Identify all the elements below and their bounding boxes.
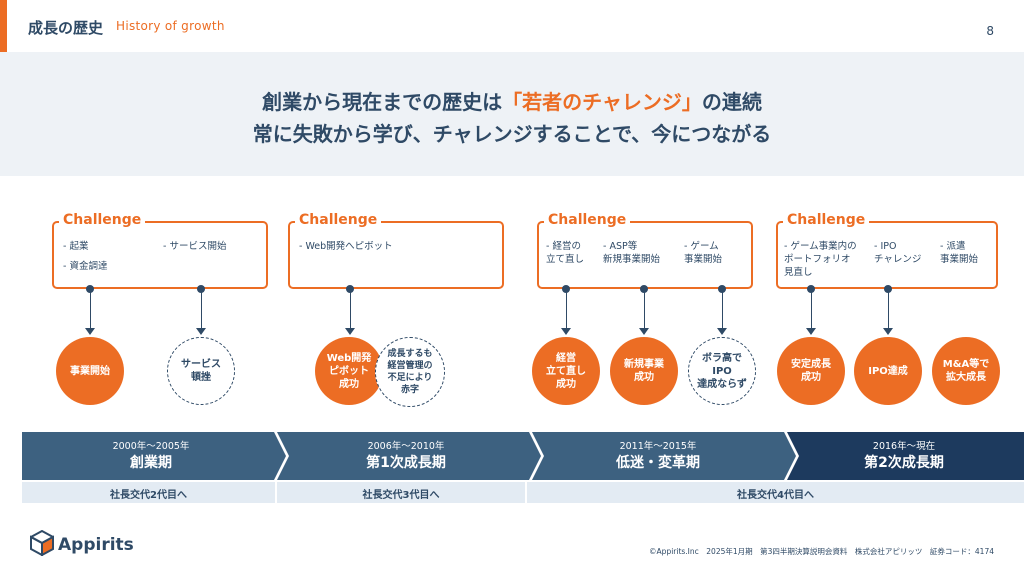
challenge-title: Challenge xyxy=(295,212,382,228)
phase-years: 2000年～2005年 xyxy=(112,441,190,452)
outcome-circle-success: 経営 立て直し 成功 xyxy=(532,337,600,405)
phase-chevron-2 xyxy=(277,432,541,480)
arrow-down-icon xyxy=(85,328,95,335)
succession-label: 社長交代3代目へ xyxy=(362,490,440,501)
header-accent-bar xyxy=(0,0,7,52)
connector-line xyxy=(721,289,723,329)
challenge-box-3 xyxy=(537,221,753,289)
arrow-down-icon xyxy=(717,328,727,335)
connector-line xyxy=(643,289,645,329)
connector-line xyxy=(887,289,889,329)
phase-name: 第1次成長期 xyxy=(366,455,446,471)
challenge-item: - ゲーム事業内の ポートフォリオ 見直し xyxy=(784,241,857,278)
headline-line-1: 創業から現在までの歴史は「若者のチャレンジ」の連続 xyxy=(0,86,1024,115)
connector-line xyxy=(810,289,812,329)
phase-years: 2011年～2015年 xyxy=(619,441,697,452)
outcome-circle-success: 新規事業 成功 xyxy=(610,337,678,405)
succession-strip-2 xyxy=(277,482,525,503)
challenge-item: - サービス開始 xyxy=(163,241,227,252)
outcome-circle-success: 安定成長 成功 xyxy=(777,337,845,405)
outcome-circle-failure: ボラ高で IPO 達成ならず xyxy=(688,337,756,405)
outcome-circle-success: M&A等で 拡大成長 xyxy=(932,337,1000,405)
page-subtitle: History of growth xyxy=(116,19,225,33)
phase-years: 2016年～現在 xyxy=(872,441,936,452)
challenge-item: - 資金調達 xyxy=(63,261,108,272)
challenge-item: - IPO チャレンジ xyxy=(874,241,922,265)
phase-years: 2006年～2010年 xyxy=(367,441,445,452)
phase-name: 創業期 xyxy=(130,455,172,471)
succession-strip-1 xyxy=(22,482,275,503)
headline-line-2: 常に失敗から学び、チャレンジすることで、今につながる xyxy=(252,122,772,146)
appirits-logo-icon xyxy=(30,530,54,556)
headline-pre: 創業から現在までの歴史は xyxy=(262,90,503,114)
connector-line xyxy=(200,289,202,329)
phase-4: 2016年～現在 第2次成長期 xyxy=(792,438,1016,472)
arrow-down-icon xyxy=(883,328,893,335)
challenge-title: Challenge xyxy=(59,212,146,228)
phase-1: 2000年～2005年 創業期 xyxy=(22,438,280,472)
footer-copyright: ©Appirits.Inc 2025年1月期 第3四半期決算説明会資料 株式会社… xyxy=(649,547,994,556)
appirits-logo-text: Appirits xyxy=(58,535,134,555)
challenge-item: - 経営の 立て直し xyxy=(546,241,585,265)
succession-strip-3 xyxy=(527,482,1024,503)
phase-chevron-1 xyxy=(22,432,286,480)
connector-line xyxy=(89,289,91,329)
arrow-down-icon xyxy=(561,328,571,335)
challenge-item: - ゲーム 事業開始 xyxy=(684,241,723,265)
phase-name: 低迷・変革期 xyxy=(616,455,700,471)
arrow-down-icon xyxy=(806,328,816,335)
timeline-chevrons xyxy=(22,432,1024,480)
phase-2: 2006年～2010年 第1次成長期 xyxy=(282,438,530,472)
headline-post: の連続 xyxy=(701,90,762,114)
outcome-circle-success: Web開発 ピボット 成功 xyxy=(315,337,383,405)
succession-label: 社長交代4代目へ xyxy=(737,490,814,501)
challenge-box-1 xyxy=(52,221,268,289)
outcome-circle-success: IPO達成 xyxy=(854,337,922,405)
challenge-box-2 xyxy=(288,221,504,289)
phase-chevron-3 xyxy=(532,432,796,480)
arrow-down-icon xyxy=(196,328,206,335)
page-number: 8 xyxy=(986,24,994,38)
phase-chevron-4 xyxy=(787,432,1024,480)
challenge-item: - 派遣 事業開始 xyxy=(940,241,979,265)
headline-band xyxy=(0,52,1024,176)
challenge-item: - Web開発へピボット xyxy=(299,241,393,252)
challenge-item: - 起業 xyxy=(63,241,89,252)
connector-line xyxy=(349,289,351,329)
outcome-circle-failure: サービス 頓挫 xyxy=(167,337,235,405)
arrow-down-icon xyxy=(639,328,649,335)
phase-name: 第2次成長期 xyxy=(864,455,944,471)
succession-label: 社長交代2代目へ xyxy=(110,490,187,501)
headline-highlight: 「若者のチャレンジ」 xyxy=(502,90,702,114)
outcome-circle-failure: 成長するも 経営管理の 不足により 赤字 xyxy=(375,337,445,407)
arrow-down-icon xyxy=(345,328,355,335)
outcome-circle-success: 事業開始 xyxy=(56,337,124,405)
challenge-title: Challenge xyxy=(544,212,631,228)
phase-3: 2011年～2015年 低迷・変革期 xyxy=(534,438,782,472)
challenge-title: Challenge xyxy=(783,212,870,228)
challenge-item: - ASP等 新規事業開始 xyxy=(603,241,661,265)
connector-line xyxy=(565,289,567,329)
page-title: 成長の歴史 xyxy=(28,19,104,37)
